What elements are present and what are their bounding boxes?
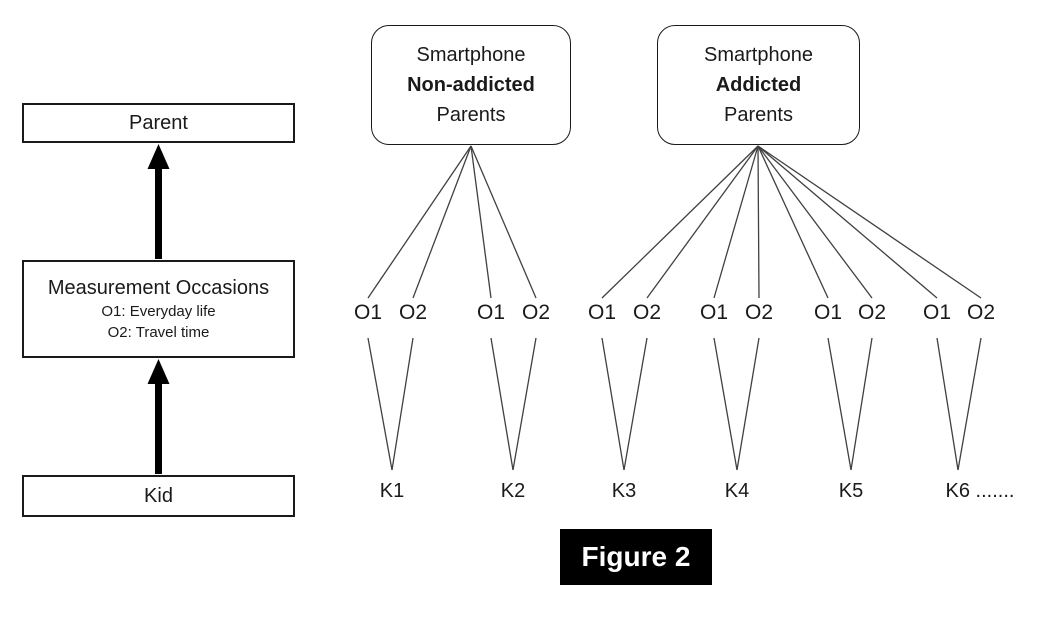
- occasion-label-o2-pair6: O2: [966, 301, 995, 324]
- kid-label-k2: K2: [500, 480, 526, 502]
- arrow-measurement-to-parent: [147, 144, 170, 259]
- v-lines-k5: [827, 337, 873, 471]
- parent-box: Parent: [22, 103, 295, 143]
- occasion-label-o2-pair2: O2: [521, 301, 550, 324]
- parent-box-label: Parent: [129, 112, 188, 134]
- figure-caption-text: Figure 2: [581, 541, 691, 572]
- non-addicted-line2: Non-addicted: [407, 74, 535, 96]
- occasion-label-o2-pair5: O2: [857, 301, 886, 324]
- occasion1-definition: O1: Everyday life: [101, 303, 216, 320]
- occasion-label-o1-pair6: O1: [922, 301, 951, 324]
- measurement-occasions-box: Measurement Occasions O1: Everyday life …: [22, 260, 295, 358]
- kid-label-k4: K4: [724, 480, 750, 502]
- figure-caption: Figure 2: [560, 529, 712, 585]
- occasion-label-o1-pair5: O1: [813, 301, 842, 324]
- occasion2-definition: O2: Travel time: [107, 324, 210, 341]
- fan-non-addicted-parents: [367, 145, 537, 299]
- kid-box: Kid: [22, 475, 295, 517]
- occasion-label-o1-pair1: O1: [353, 301, 382, 324]
- measurement-occasions-title: Measurement Occasions: [47, 277, 270, 299]
- v-lines-k1: [367, 337, 414, 471]
- kid-box-label: Kid: [144, 485, 173, 507]
- occasion-label-o2-pair3: O2: [632, 301, 661, 324]
- addicted-parents-box: Smartphone Addicted Parents: [657, 25, 860, 145]
- occasion-label-o2-pair1: O2: [398, 301, 427, 324]
- occasion-label-o2-pair4: O2: [744, 301, 773, 324]
- non-addicted-line1: Smartphone: [416, 44, 526, 66]
- kid-label-k6: K6 .......: [945, 480, 1015, 502]
- non-addicted-line3: Parents: [436, 104, 506, 126]
- v-lines-k2: [490, 337, 537, 471]
- occasion-label-o1-pair2: O1: [476, 301, 505, 324]
- kid-label-k1: K1: [379, 480, 405, 502]
- v-lines-k6: [936, 337, 982, 471]
- addicted-line2: Addicted: [715, 74, 802, 96]
- fan-addicted-parents: [601, 145, 982, 299]
- v-lines-k3: [601, 337, 648, 471]
- addicted-line1: Smartphone: [704, 44, 813, 66]
- kid-label-k3: K3: [611, 480, 637, 502]
- occasion-label-o1-pair4: O1: [699, 301, 728, 324]
- kid-label-k5: K5: [838, 480, 864, 502]
- arrow-kid-to-measurement: [147, 359, 170, 474]
- v-lines-k4: [713, 337, 760, 471]
- occasion-label-o1-pair3: O1: [587, 301, 616, 324]
- addicted-line3: Parents: [724, 104, 793, 126]
- non-addicted-parents-box: Smartphone Non-addicted Parents: [371, 25, 571, 145]
